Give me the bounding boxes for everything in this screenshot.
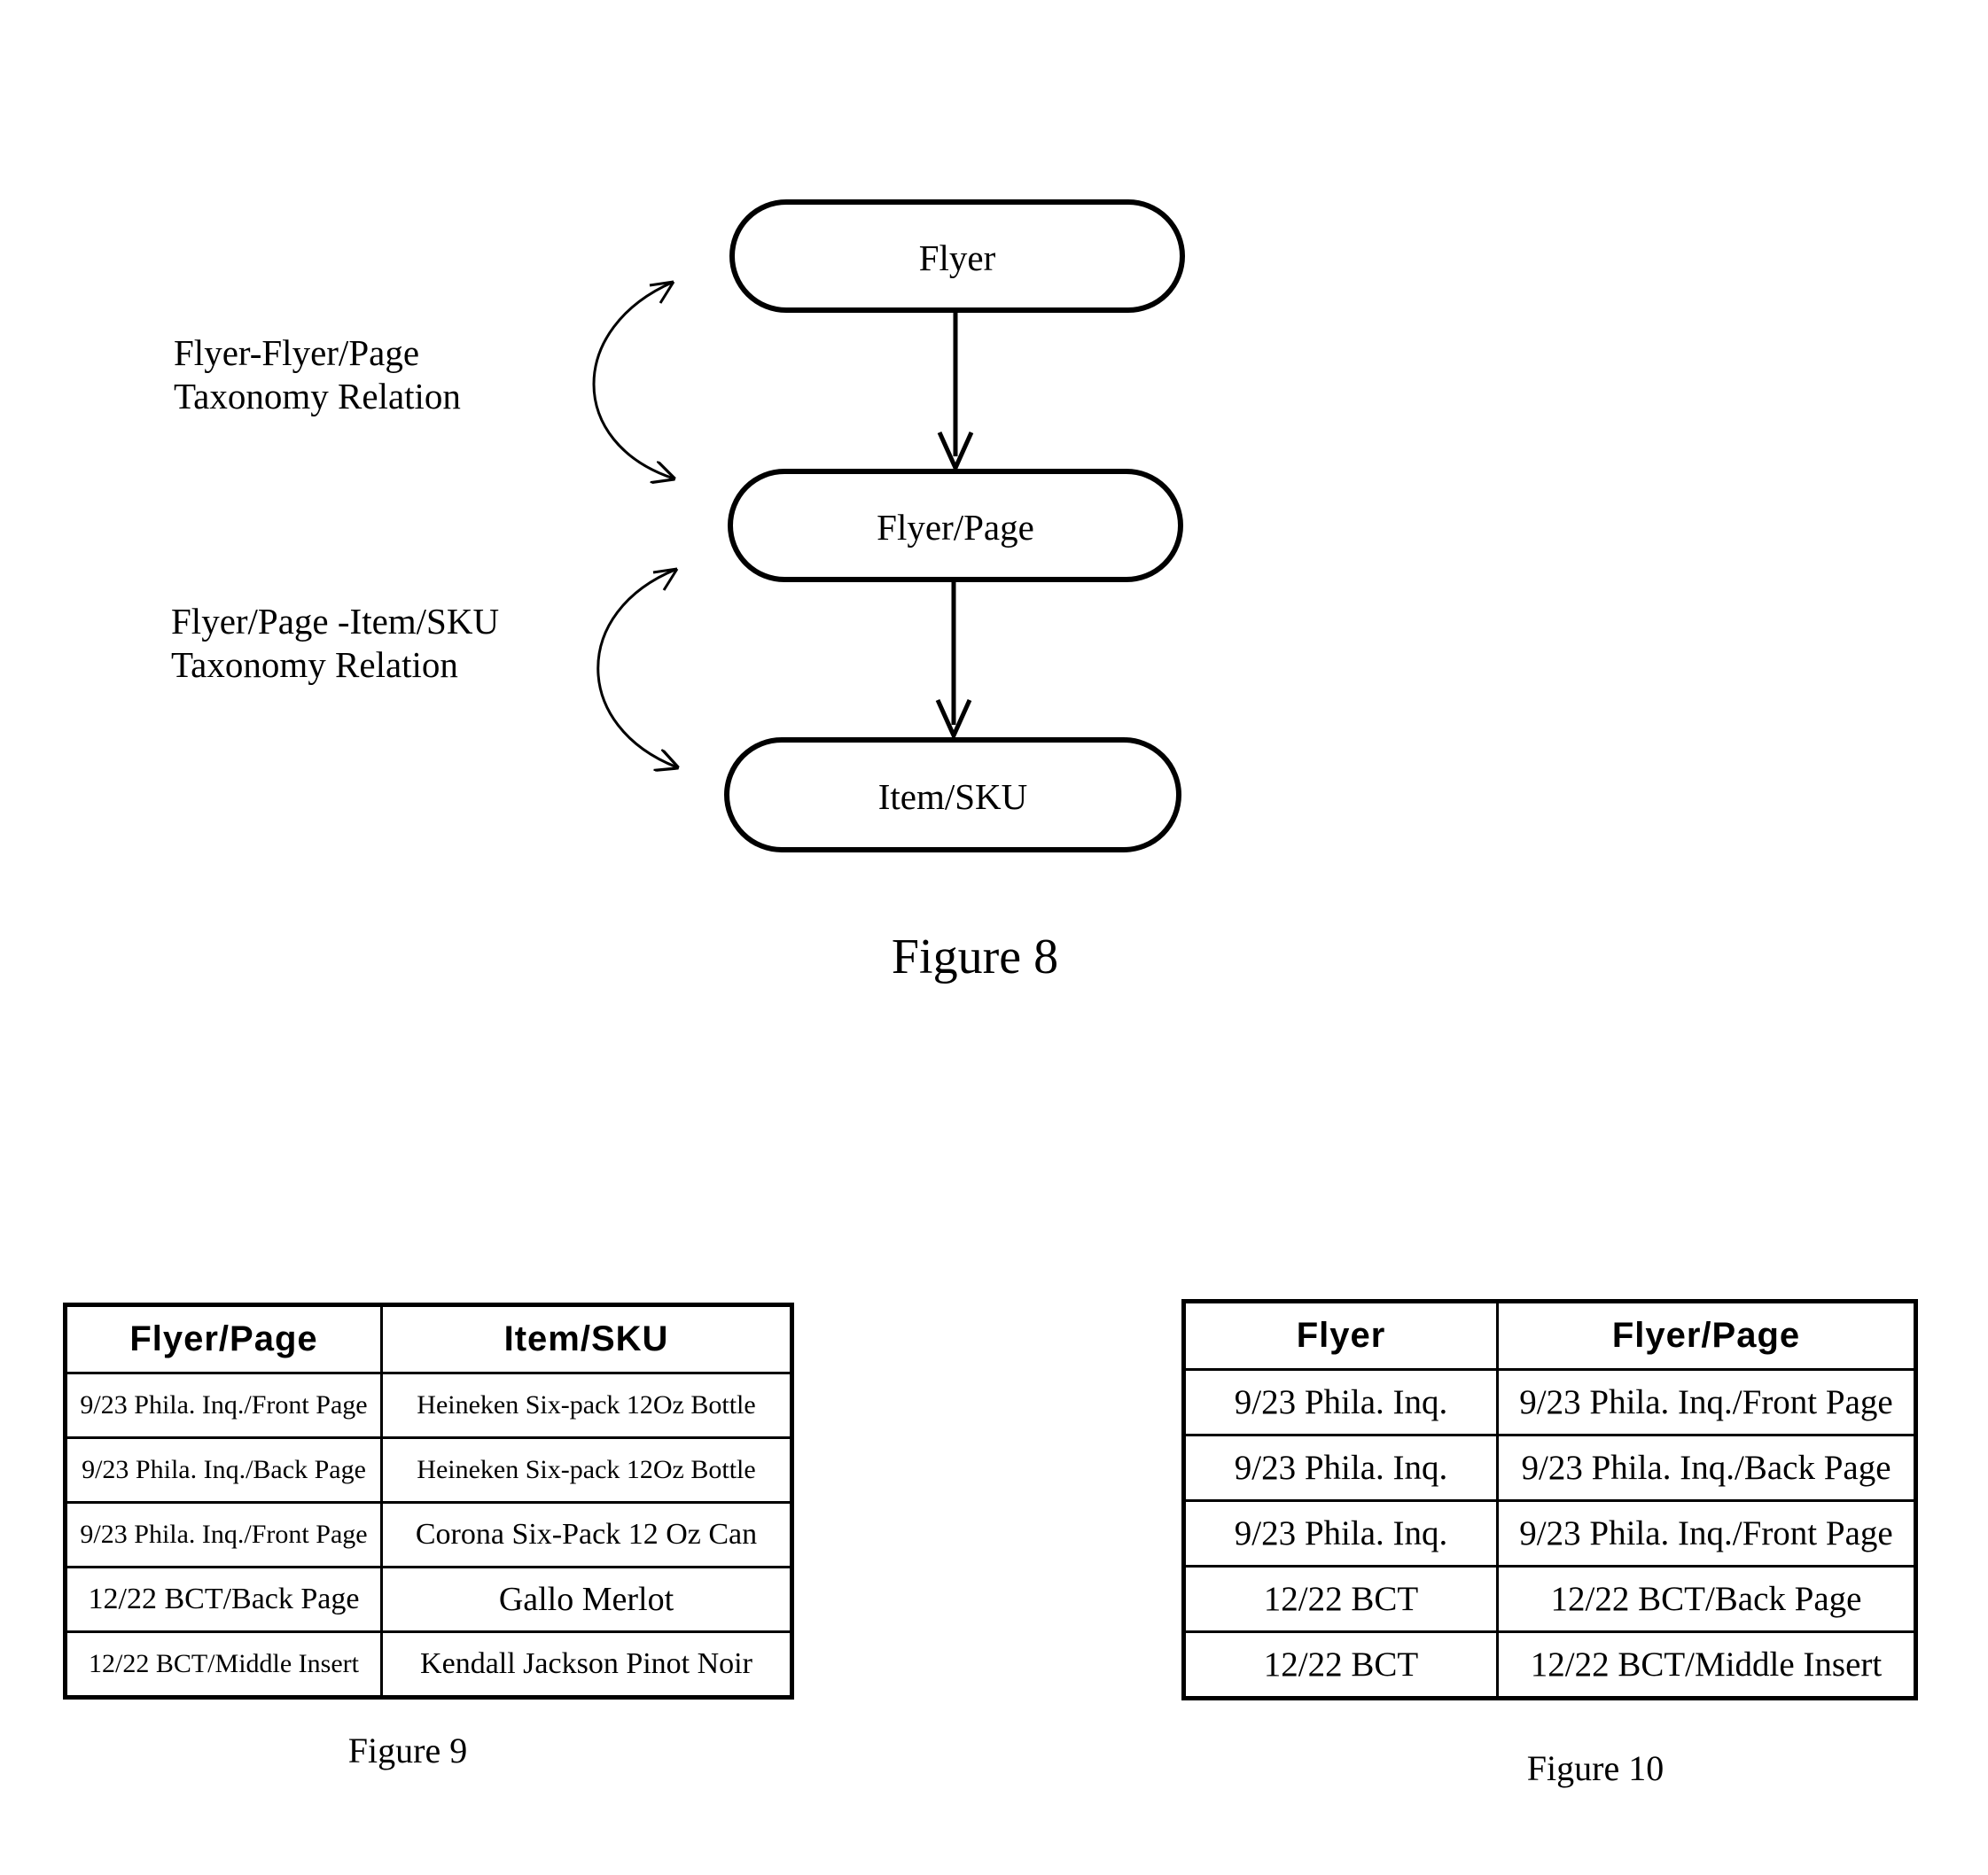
arrow-flyer-to-flyer-page [939, 313, 971, 468]
relation-label-flyer-page-item-sku: Flyer/Page -Item/SKU Taxonomy Relation [171, 600, 499, 687]
table-row: 12/22 BCT/Back Page Gallo Merlot [66, 1568, 792, 1632]
table-cell: 9/23 Phila. Inq./Front Page [1498, 1501, 1916, 1567]
table-cell: 12/22 BCT/Middle Insert [66, 1632, 382, 1698]
table-cell: 9/23 Phila. Inq./Back Page [1498, 1435, 1916, 1501]
table-cell: 9/23 Phila. Inq./Front Page [66, 1503, 382, 1568]
table-cell: Kendall Jackson Pinot Noir [382, 1632, 792, 1698]
figure8-caption: Figure 8 [833, 929, 1117, 985]
column-header-item-sku: Item/SKU [382, 1305, 792, 1373]
table-cell: Heineken Six-pack 12Oz Bottle [382, 1438, 792, 1503]
table-header-row: Flyer Flyer/Page [1184, 1302, 1916, 1370]
table-cell: 12/22 BCT/Back Page [66, 1568, 382, 1632]
table-cell: 9/23 Phila. Inq./Front Page [1498, 1370, 1916, 1435]
table-row: 9/23 Phila. Inq./Front Page Corona Six-P… [66, 1503, 792, 1568]
node-flyer-page: Flyer/Page [730, 471, 1181, 580]
table-cell: Heineken Six-pack 12Oz Bottle [382, 1373, 792, 1438]
table-cell: Corona Six-Pack 12 Oz Can [382, 1503, 792, 1568]
table-header-row: Flyer/Page Item/SKU [66, 1305, 792, 1373]
node-flyer: Flyer [732, 202, 1182, 310]
column-header-flyer-page: Flyer/Page [66, 1305, 382, 1373]
table-row: 9/23 Phila. Inq./Back Page Heineken Six-… [66, 1438, 792, 1503]
relation-bottom-line2: Taxonomy Relation [171, 643, 499, 687]
node-flyer-page-label: Flyer/Page [877, 507, 1034, 548]
node-item-sku: Item/SKU [727, 740, 1179, 850]
column-header-flyer-page: Flyer/Page [1498, 1302, 1916, 1370]
figure10-table: Flyer Flyer/Page 9/23 Phila. Inq. 9/23 P… [1181, 1299, 1918, 1700]
table-cell: 12/22 BCT [1184, 1567, 1498, 1632]
table-cell: 9/23 Phila. Inq./Back Page [66, 1438, 382, 1503]
table-row: 9/23 Phila. Inq./Front Page Heineken Six… [66, 1373, 792, 1438]
table-row: 9/23 Phila. Inq. 9/23 Phila. Inq./Back P… [1184, 1435, 1916, 1501]
table-cell: Gallo Merlot [382, 1568, 792, 1632]
table-cell: 12/22 BCT [1184, 1632, 1498, 1699]
table-row: 9/23 Phila. Inq. 9/23 Phila. Inq./Front … [1184, 1370, 1916, 1435]
table-row: 9/23 Phila. Inq. 9/23 Phila. Inq./Front … [1184, 1501, 1916, 1567]
table-row: 12/22 BCT 12/22 BCT/Middle Insert [1184, 1632, 1916, 1699]
node-item-sku-label: Item/SKU [878, 776, 1028, 817]
table-cell: 9/23 Phila. Inq. [1184, 1435, 1498, 1501]
table-row: 12/22 BCT 12/22 BCT/Back Page [1184, 1567, 1916, 1632]
table-cell: 9/23 Phila. Inq. [1184, 1501, 1498, 1567]
node-flyer-label: Flyer [919, 237, 996, 278]
table-cell: 9/23 Phila. Inq. [1184, 1370, 1498, 1435]
figure10-caption: Figure 10 [1454, 1747, 1737, 1789]
table-cell: 12/22 BCT/Back Page [1498, 1567, 1916, 1632]
relation-top-line1: Flyer-Flyer/Page [174, 331, 461, 375]
figure9-table: Flyer/Page Item/SKU 9/23 Phila. Inq./Fro… [63, 1303, 794, 1700]
curved-arrow-bottom-relation [598, 569, 677, 767]
relation-top-line2: Taxonomy Relation [174, 375, 461, 418]
table-cell: 12/22 BCT/Middle Insert [1498, 1632, 1916, 1699]
arrow-flyer-page-to-item-sku [938, 582, 970, 735]
column-header-flyer: Flyer [1184, 1302, 1498, 1370]
figure9-caption: Figure 9 [266, 1730, 550, 1771]
relation-label-flyer-flyer-page: Flyer-Flyer/Page Taxonomy Relation [174, 331, 461, 418]
relation-bottom-line1: Flyer/Page -Item/SKU [171, 600, 499, 643]
table-row: 12/22 BCT/Middle Insert Kendall Jackson … [66, 1632, 792, 1698]
curved-arrow-top-relation [594, 282, 674, 478]
table-cell: 9/23 Phila. Inq./Front Page [66, 1373, 382, 1438]
taxonomy-flow-diagram: Flyer Flyer/Page Item/SKU [0, 0, 1988, 1063]
